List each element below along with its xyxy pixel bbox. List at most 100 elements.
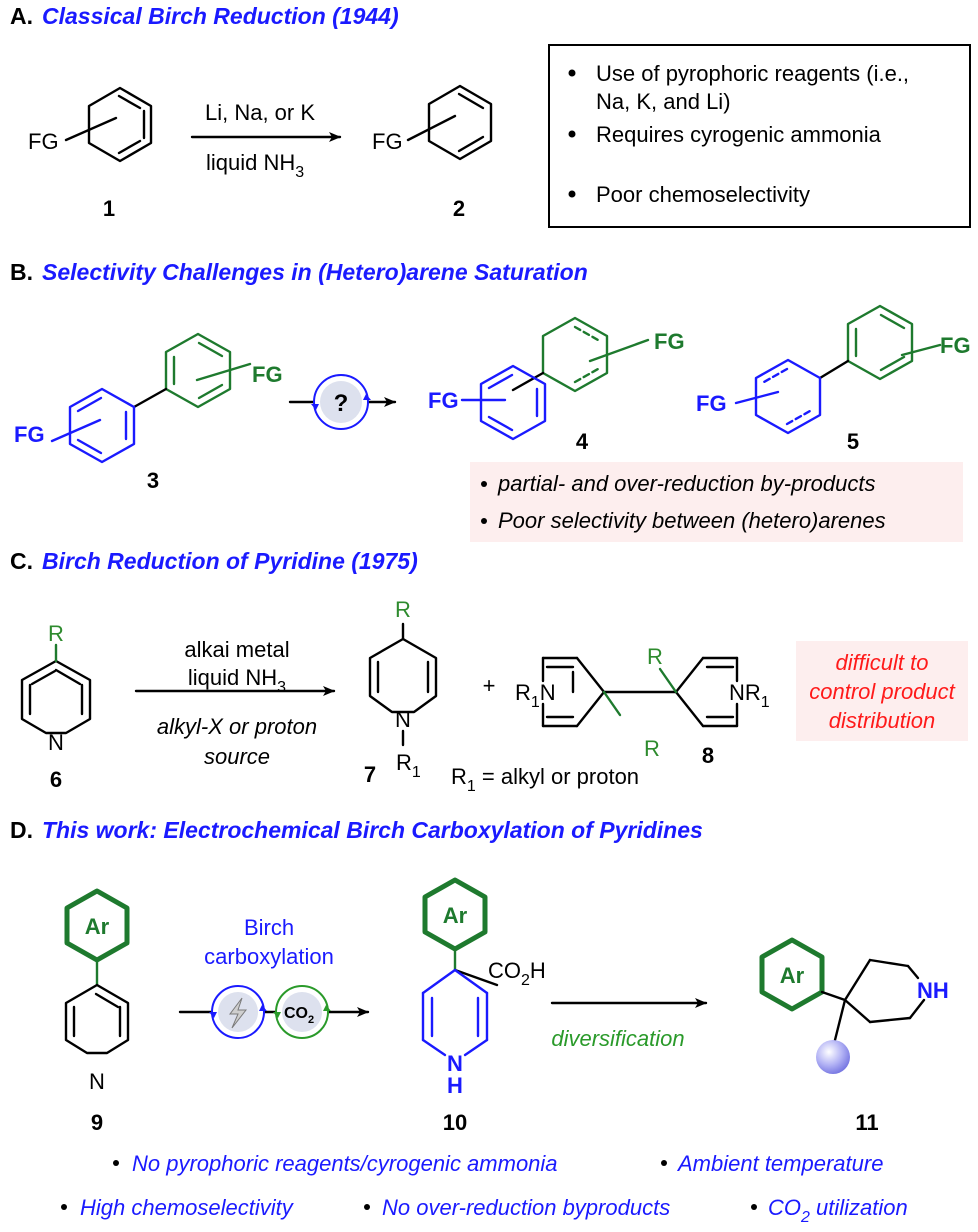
bullet-icon	[481, 481, 487, 487]
solvent-label-a: liquid NH3	[206, 150, 304, 181]
drawback-item-1b: Na, K, and Li)	[596, 89, 731, 114]
r-label-8-top: R	[647, 644, 663, 669]
r-label-8-bottom: R	[644, 736, 660, 761]
issues-box	[470, 462, 963, 542]
bipyridine-dimer-structure-8	[541, 656, 739, 728]
note-line-2: control product	[809, 679, 955, 704]
reagent-label-a: Li, Na, or K	[205, 100, 315, 125]
fg-label-5-green: FG	[940, 333, 971, 358]
compound-number-5: 5	[847, 429, 859, 454]
co2-bubble-icon	[282, 992, 322, 1032]
advantage-item-3: High chemoselectivity	[80, 1195, 295, 1220]
section-d-letter: D.	[10, 817, 33, 843]
r1n-label-8: R1N	[515, 680, 556, 711]
bullet-icon	[364, 1204, 370, 1210]
section-c: C. Birch Reduction of Pyridine (1975) R …	[10, 548, 968, 795]
drawback-item-3: Poor chemoselectivity	[596, 182, 810, 207]
section-a-letter: A.	[10, 3, 33, 29]
condition-line-4: source	[204, 744, 270, 769]
advantage-item-2: Ambient temperature	[676, 1151, 883, 1176]
nh-label-11: NH	[917, 978, 949, 1003]
section-b-letter: B.	[10, 259, 33, 285]
compound-number-7: 7	[364, 762, 376, 787]
issue-item-2: Poor selectivity between (hetero)arenes	[498, 508, 886, 533]
condition-line-1: Birch	[244, 915, 294, 940]
h-label-10: H	[447, 1073, 463, 1098]
lightning-icon	[229, 997, 248, 1029]
dihydropyridine-structure-7	[368, 622, 438, 747]
bullet-icon	[751, 1204, 757, 1210]
ar-label-10: Ar	[443, 903, 468, 928]
aryl-pyridine-structure-9	[64, 888, 130, 1055]
piperidine-structure-11	[759, 937, 926, 1042]
condition-line-2: carboxylation	[204, 944, 334, 969]
drawback-item-2: Requires cyrogenic ammonia	[596, 122, 882, 147]
section-c-letter: C.	[10, 548, 33, 574]
question-mark: ?	[334, 390, 349, 417]
section-a: A. Classical Birch Reduction (1944) FG 1…	[10, 3, 971, 228]
cycle-arrowhead-icon	[259, 1005, 267, 1011]
note-box	[796, 641, 968, 741]
bullet-icon	[568, 69, 576, 77]
plus-sign: +	[483, 673, 496, 698]
section-b-title: Selectivity Challenges in (Hetero)arene …	[42, 259, 588, 285]
partially-reduced-structure-4	[460, 316, 650, 441]
compound-number-8: 8	[702, 743, 714, 768]
r1-definition: R1 = alkyl or proton	[451, 764, 639, 795]
partially-reduced-structure-5	[734, 304, 942, 435]
advantage-item-4: No over-reduction byproducts	[382, 1195, 670, 1220]
section-d: D. This work: Electrochemical Birch Carb…	[10, 817, 949, 1226]
compound-number-6: 6	[50, 767, 62, 792]
r-label-6: R	[48, 621, 64, 646]
compound-number-3: 3	[147, 468, 159, 493]
cycle-arrowhead-icon	[273, 1012, 281, 1018]
drawbacks-box	[548, 44, 971, 228]
drawback-item-1a: Use of pyrophoric reagents (i.e.,	[596, 61, 909, 86]
bullet-icon	[568, 130, 576, 138]
section-c-title: Birch Reduction of Pyridine (1975)	[42, 548, 418, 574]
fg-label-3-blue: FG	[14, 422, 45, 447]
issue-item-1: partial- and over-reduction by-products	[497, 471, 875, 496]
biphenyl-structure-3	[50, 332, 252, 464]
compound-number-2: 2	[453, 196, 465, 221]
advantage-item-5: CO2 utilization	[768, 1195, 908, 1226]
benzene-structure-1	[64, 86, 153, 163]
bullet-icon	[61, 1204, 67, 1210]
ar-label-9: Ar	[85, 914, 110, 939]
fg-label-4-blue: FG	[428, 388, 459, 413]
fg-label-4-green: FG	[654, 329, 685, 354]
compound-number-4: 4	[576, 429, 589, 454]
ar-label-11: Ar	[780, 963, 805, 988]
n-label-9: N	[89, 1069, 105, 1094]
compound-number-10: 10	[443, 1110, 467, 1135]
bullet-icon	[113, 1160, 119, 1166]
section-a-title: Classical Birch Reduction (1944)	[42, 3, 399, 29]
n-label-6: N	[48, 730, 64, 755]
n-label-10: N	[447, 1051, 463, 1076]
diversification-label: diversification	[551, 1026, 684, 1051]
condition-line-3: alkyl-X or proton	[157, 714, 317, 739]
r1-label-7: R1	[396, 750, 421, 781]
note-line-1: difficult to	[836, 650, 929, 675]
dihydropyridine-acid-structure-10	[421, 877, 499, 1057]
cycle-arrowhead-icon	[323, 1005, 331, 1011]
bullet-icon	[481, 518, 487, 524]
pyridine-structure-6	[20, 643, 92, 735]
bullet-icon	[568, 190, 576, 198]
cycle-arrowhead-icon	[363, 394, 371, 400]
n-label-7: N	[395, 707, 411, 732]
substituent-sphere-icon	[816, 1040, 850, 1074]
compound-number-9: 9	[91, 1110, 103, 1135]
advantage-item-1: No pyrophoric reagents/cyrogenic ammonia	[132, 1151, 558, 1176]
cycle-arrowhead-icon	[311, 404, 319, 410]
bullet-icon	[661, 1160, 667, 1166]
compound-number-11: 11	[855, 1110, 878, 1135]
fg-label-3-green: FG	[252, 362, 283, 387]
section-d-title: This work: Electrochemical Birch Carboxy…	[42, 817, 703, 843]
compound-number-1: 1	[103, 196, 115, 221]
fg-label-5-blue: FG	[696, 391, 727, 416]
cycle-arrowhead-icon	[209, 1012, 217, 1018]
nr1-label-8: NR1	[729, 680, 770, 711]
co2h-label-10: CO2H	[488, 958, 546, 989]
